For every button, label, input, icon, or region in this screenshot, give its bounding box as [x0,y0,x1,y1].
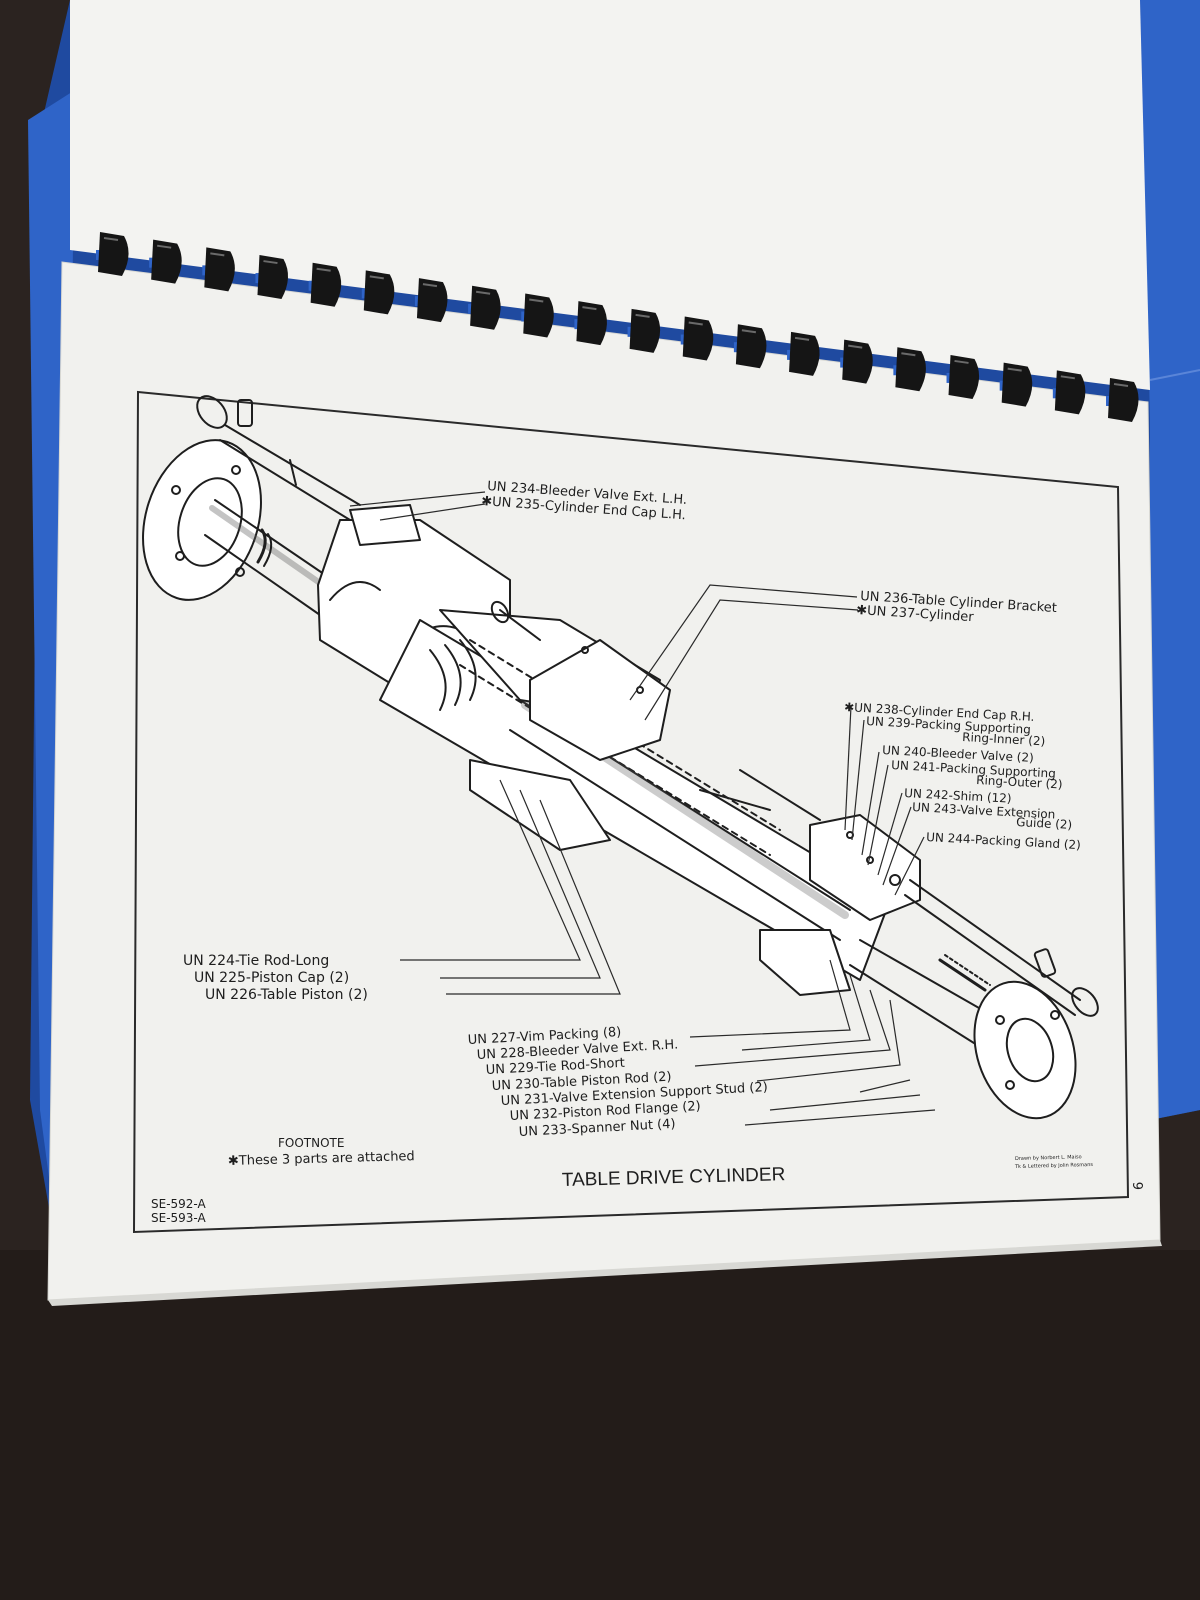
binding-coil-highlight [369,275,384,280]
binding-coil-highlight [316,267,331,272]
right-end-flange [849,939,1077,1120]
drawing-number-2: SE-593-A [151,1211,207,1225]
binding-coil [416,278,448,323]
binding-coil-highlight [954,359,969,364]
binding-coil [576,301,607,346]
binding-coil-highlight [741,329,757,334]
carpet-shade [0,1250,1200,1600]
binding-coil-highlight [475,290,491,295]
binding-coil [948,354,980,399]
footnote-text: ✱These 3 parts are attached [228,1149,415,1169]
binding-coil-highlight [263,260,278,265]
binding-coil [842,339,873,384]
drawing-number-1: SE-592-A [151,1197,207,1211]
leader-lines [349,491,936,1126]
binding-coil-highlight [1007,367,1022,372]
right-valve-block [809,814,921,921]
upper-page [70,0,1150,390]
binding-coil [1108,378,1139,422]
binding-coil [204,247,235,292]
binding-coil [682,316,714,361]
cylinder-assembly-art [142,395,1099,1120]
binding-coil [470,285,501,330]
callout-un-224: UN 224-Tie Rod-Long [183,953,329,969]
binding-coil-highlight [848,344,863,349]
binding-coil [257,255,289,300]
callout-labels: UN 234-Bleeder Valve Ext. L.H. ✱UN 235-C… [183,479,1081,1140]
callout-un-241-cont: Ring-Outer (2) [976,773,1063,792]
binding-coil-highlight [635,313,650,318]
binding-coil-highlight [103,237,119,241]
binding-coil [629,308,661,353]
binding-coil [310,262,342,307]
callout-un-226: UN 226-Table Piston (2) [205,987,368,1003]
right-bleeder-valve [904,879,1099,1017]
callout-un-229: UN 229-Tie Rod-Short [485,1056,625,1078]
page-mark: 6 [1132,1182,1147,1190]
binding-coil-highlight [529,298,544,303]
binding-coil [789,331,820,376]
binding-coil [151,239,182,284]
callout-un-243-cont: Guide (2) [1016,815,1073,832]
binding-coil-highlight [1113,383,1129,387]
footnote-heading: FOOTNOTE [278,1136,344,1150]
drafter-credit-2: Tk & Lettered by Jolin Rosmans [1014,1162,1094,1170]
tie-rods [490,600,821,821]
bleeder-valve-left [196,395,361,521]
callout-un-242: UN 242-Shim (12) [904,786,1012,806]
binding-coil [735,324,767,369]
binding-coil [363,270,395,315]
binding-coil [523,293,554,338]
drawing-border [132,390,1130,1234]
callout-un-237: ✱UN 237-Cylinder [856,603,975,625]
drafter-credit-1: Drawn by Norbert L. Maiso [1015,1154,1082,1162]
binding-coil [895,347,926,392]
binding-coil [98,232,129,276]
binding-coil-highlight [794,336,810,341]
binding-coil-highlight [157,244,172,249]
left-end-flange [142,439,262,601]
callout-un-225: UN 225-Piston Cap (2) [194,970,349,986]
binding-coil-highlight [422,283,438,288]
binding-coil [1001,362,1033,407]
binding-coil-highlight [210,252,225,257]
binding-coil-highlight [1060,375,1075,380]
callout-un-239-cont: Ring-Inner (2) [962,730,1046,748]
left-piston-rod [204,499,341,616]
binding-coil-highlight [582,306,597,311]
spiral-binding [96,232,1139,422]
binding-coil-highlight [688,321,703,326]
binding-coil [1054,370,1086,415]
binding-coil-highlight [901,352,916,357]
